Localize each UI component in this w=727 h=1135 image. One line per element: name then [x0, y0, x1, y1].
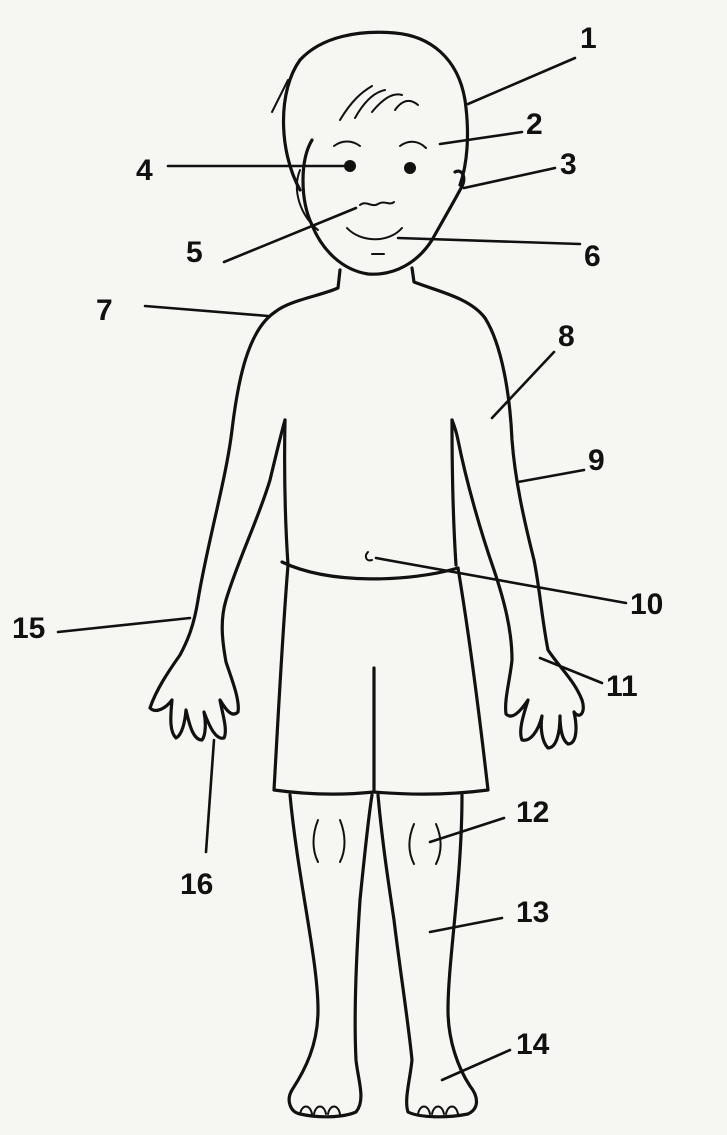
shorts-waistband [282, 562, 458, 579]
mouth [347, 228, 402, 239]
toes-left [300, 1107, 340, 1115]
leg-left [289, 795, 372, 1117]
leader-7 [145, 306, 268, 316]
label-2: 2 [526, 110, 543, 140]
label-15: 15 [12, 614, 45, 644]
label-3: 3 [560, 150, 577, 180]
eyebrow-right [400, 142, 426, 148]
leader-15 [58, 618, 190, 632]
leader-2 [440, 132, 522, 144]
label-12: 12 [516, 798, 549, 828]
label-14: 14 [516, 1030, 549, 1060]
label-10: 10 [630, 590, 663, 620]
leader-16 [206, 740, 214, 852]
hair-fringe [340, 86, 418, 120]
leader-3 [464, 168, 555, 188]
label-7: 7 [96, 296, 113, 326]
label-9: 9 [588, 446, 605, 476]
navel [366, 552, 372, 560]
neck-left [275, 270, 340, 312]
leader-14 [442, 1050, 510, 1080]
leader-5 [224, 208, 356, 262]
neck-right [412, 268, 485, 318]
cheek-left [297, 170, 318, 230]
arm-left-outer [150, 312, 285, 740]
eye-left [344, 160, 356, 172]
label-16: 16 [180, 870, 213, 900]
leader-13 [430, 918, 502, 932]
shorts-outline [274, 565, 488, 794]
leader-1 [468, 58, 575, 104]
leader-9 [518, 470, 584, 482]
label-13: 13 [516, 898, 549, 928]
toes-right [418, 1107, 458, 1115]
knee-left [314, 820, 345, 862]
eyebrow-left [334, 142, 360, 147]
torso-right [452, 420, 456, 565]
label-8: 8 [558, 322, 575, 352]
leader-12 [430, 818, 504, 842]
label-11: 11 [606, 672, 638, 702]
knee-right [410, 824, 441, 864]
label-4: 4 [136, 156, 153, 186]
torso-left [285, 420, 288, 565]
label-6: 6 [584, 242, 601, 272]
nose [360, 202, 394, 205]
label-1: 1 [580, 24, 597, 54]
label-5: 5 [186, 238, 203, 268]
leader-6 [398, 238, 580, 244]
eye-right [404, 162, 416, 174]
arm-right-outer [452, 318, 583, 748]
leg-right [378, 795, 477, 1117]
